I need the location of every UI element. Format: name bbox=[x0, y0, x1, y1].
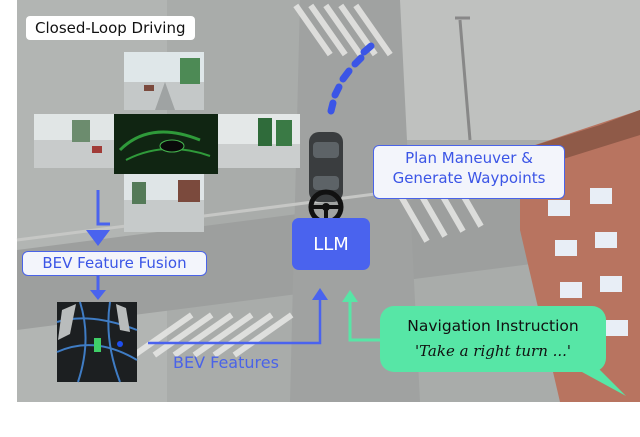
navigation-text: 'Take a right turn ...' bbox=[414, 342, 572, 360]
terrain-top-right bbox=[400, 0, 640, 140]
arrow-head-nav bbox=[342, 290, 358, 302]
diagram-title: Closed-Loop Driving bbox=[26, 16, 195, 40]
camera-bev-lidar bbox=[114, 114, 218, 174]
streetlamp-pole bbox=[458, 19, 472, 141]
plan-maneuver-label: Plan Maneuver & Generate Waypoints bbox=[373, 145, 565, 199]
steering-wheel-icon bbox=[308, 189, 344, 225]
arrow-head-llm bbox=[312, 288, 328, 300]
road-vertical bbox=[290, 0, 420, 402]
navigation-instruction-bubble: Navigation Instruction 'Take a right tur… bbox=[380, 306, 606, 372]
camera-rear bbox=[124, 174, 204, 232]
arrow-head-fusion bbox=[86, 230, 110, 246]
crosswalk-top bbox=[293, 3, 393, 57]
ego-car bbox=[309, 132, 343, 202]
nav-bubble-tail bbox=[582, 366, 626, 396]
plan-line-2: Generate Waypoints bbox=[392, 168, 546, 187]
navigation-title: Navigation Instruction bbox=[407, 317, 579, 335]
camera-left bbox=[34, 114, 114, 168]
camera-front bbox=[124, 52, 204, 110]
bev-fusion-label: BEV Feature Fusion bbox=[22, 251, 207, 276]
camera-right bbox=[218, 114, 300, 168]
bev-map-tile bbox=[56, 301, 138, 383]
bev-fusion-text: BEV Feature Fusion bbox=[42, 254, 187, 272]
bev-features-label: BEV Features bbox=[173, 353, 279, 372]
arrow-head-map bbox=[90, 290, 106, 300]
arrow-nav-to-llm bbox=[348, 302, 380, 342]
waypoints bbox=[327, 42, 375, 115]
plan-line-1: Plan Maneuver & bbox=[405, 149, 533, 167]
arrow-cameras-to-fusion bbox=[96, 190, 110, 226]
crosswalk-bottom bbox=[132, 312, 294, 358]
arrow-bev-to-llm bbox=[148, 300, 322, 345]
llm-label: LLM bbox=[313, 233, 349, 255]
llm-block: LLM bbox=[292, 218, 370, 270]
